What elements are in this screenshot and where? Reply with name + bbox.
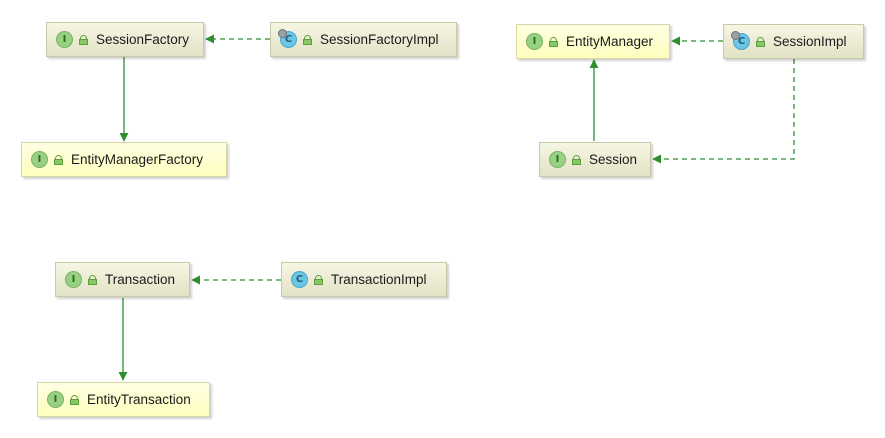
node-label: SessionFactory (96, 32, 190, 47)
lock-icon (70, 394, 79, 405)
interface-icon: I (526, 33, 543, 50)
node-sessionfactory[interactable]: I SessionFactory (46, 22, 204, 57)
lock-icon (756, 36, 765, 47)
node-sessionimpl[interactable]: C SessionImpl (723, 24, 864, 59)
node-label: EntityManagerFactory (71, 152, 204, 167)
node-label: SessionFactoryImpl (320, 32, 439, 47)
node-entitymanager[interactable]: I EntityManager (516, 24, 670, 59)
interface-icon: I (549, 151, 566, 168)
interface-icon: I (65, 271, 82, 288)
pin-icon (278, 29, 287, 38)
lock-icon (549, 36, 558, 47)
node-session[interactable]: I Session (539, 142, 651, 177)
badge-letter: C (284, 34, 293, 45)
interface-icon: I (56, 31, 73, 48)
lock-icon (88, 274, 97, 285)
node-sessionfactoryimpl[interactable]: C SessionFactoryImpl (270, 22, 457, 57)
node-label: SessionImpl (773, 34, 847, 49)
node-label: Transaction (105, 272, 176, 287)
interface-icon: I (31, 151, 48, 168)
class-icon: C (278, 29, 297, 48)
node-label: EntityManager (566, 34, 654, 49)
node-label: TransactionImpl (331, 272, 427, 287)
lock-icon (303, 34, 312, 45)
edge-sessionimpl-implements-session (652, 59, 795, 164)
node-label: EntityTransaction (87, 392, 191, 407)
lock-icon (54, 154, 63, 165)
class-icon: C (731, 31, 750, 50)
lock-icon (79, 34, 88, 45)
node-entitymanagerfactory[interactable]: I EntityManagerFactory (21, 142, 227, 177)
node-label: Session (589, 152, 638, 167)
badge-letter: C (737, 36, 746, 47)
lock-icon (314, 274, 323, 285)
lock-icon (572, 154, 581, 165)
node-entitytransaction[interactable]: I EntityTransaction (37, 382, 210, 417)
node-transaction[interactable]: I Transaction (55, 262, 190, 297)
interface-icon: I (47, 391, 64, 408)
class-icon: C (291, 271, 308, 288)
node-transactionimpl[interactable]: C TransactionImpl (281, 262, 447, 297)
pin-icon (731, 31, 740, 40)
